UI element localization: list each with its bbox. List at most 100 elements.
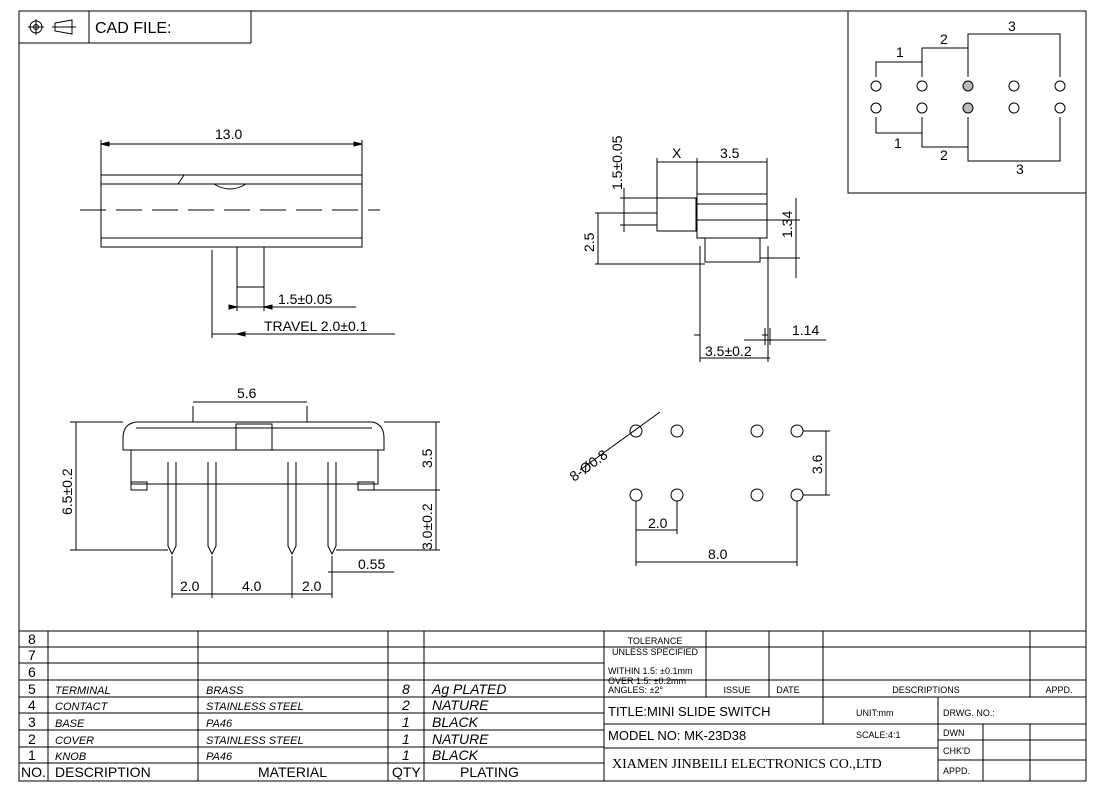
bom-part-material: BRASS (206, 685, 244, 697)
bom-part-row-1: 1 KNOB PA46 1 BLACK (28, 747, 479, 763)
schematic-label-1-top: 1 (896, 44, 904, 60)
bom-part-qty: 2 (401, 697, 410, 713)
top-view (80, 140, 395, 338)
front-leg-dim: 3.0±0.2 (419, 503, 435, 550)
bom-part-no: 3 (28, 714, 36, 730)
pcb-footprint (579, 411, 830, 566)
tolerance-subtitle: UNLESS SPECIFIED (612, 647, 699, 657)
bom-part-plating: NATURE (432, 731, 489, 747)
bom-part-row-4: 4 CONTACT STAINLESS STEEL 2 NATURE (28, 697, 489, 713)
footprint-pitch-dim: 2.0 (648, 515, 668, 531)
side-height-dim: 2.5 (581, 232, 597, 252)
scale-label: SCALE:4:1 (856, 730, 901, 740)
bom-row-number-8: 8 (28, 631, 36, 647)
bom-header-description: DESCRIPTION (55, 764, 151, 780)
bom-part-no: 1 (28, 747, 36, 763)
front-total-height-dim: 6.5±0.2 (59, 468, 75, 515)
bom-part-no: 4 (28, 697, 36, 713)
bom-part-qty: 1 (402, 747, 410, 763)
side-pin-dim: 1.14 (792, 322, 819, 338)
schematic-box (847, 10, 1087, 194)
bom-header-no: NO. (21, 764, 46, 780)
bom-part-material: STAINLESS STEEL (206, 735, 304, 747)
bom-grid (19, 630, 1086, 781)
descriptions-header: DESCRIPTIONS (892, 685, 960, 695)
front-knob-dim: 5.6 (237, 385, 257, 401)
bom-part-plating: Ag PLATED (431, 681, 506, 697)
footprint-row-dim: 3.6 (809, 454, 825, 474)
footprint-hole-dim: 8-Ø0.8 (566, 446, 610, 484)
bom-part-row-3: 3 BASE PA46 1 BLACK (28, 714, 479, 730)
bom-row-number-6: 6 (28, 664, 36, 680)
side-bottom-dim: 3.5±0.2 (705, 343, 752, 359)
bom-row-number-7: 7 (28, 647, 36, 663)
drawing-title: TITLE:MINI SLIDE SWITCH (608, 704, 771, 719)
approved-by-label: APPD. (943, 766, 970, 776)
bom-part-row-5: 5 TERMINAL BRASS 8 Ag PLATED (28, 681, 506, 697)
schematic-pin-row-bottom (870, 102, 1066, 114)
front-pin-thick-dim: 0.55 (358, 556, 385, 572)
front-pitch-right-dim: 2.0 (302, 578, 322, 594)
bom-header-material: MATERIAL (258, 764, 327, 780)
title-block: TOLERANCE UNLESS SPECIFIED WITHIN 1.5: ±… (608, 636, 1073, 776)
top-pin-width-dim: 1.5±0.05 (278, 291, 333, 307)
issue-header: ISSUE (723, 685, 750, 695)
bom-part-material: PA46 (206, 751, 233, 763)
bom-part-row-2: 2 COVER STAINLESS STEEL 1 NATURE (28, 731, 489, 747)
bom-part-material: PA46 (206, 718, 233, 730)
side-view (595, 158, 826, 362)
bom-part-description: KNOB (55, 751, 86, 763)
sheet-border (18, 10, 1087, 782)
crosshair-icon (28, 19, 44, 35)
bom-part-description: COVER (55, 735, 94, 747)
schematic-label-1-bottom: 1 (894, 135, 902, 151)
unit-label: UNIT:mm (856, 708, 894, 718)
bom-header-plating: PLATING (460, 764, 519, 780)
top-travel-dim: TRAVEL 2.0±0.1 (264, 318, 368, 334)
drawing-number-label: DRWG. NO.: (943, 708, 995, 718)
model-number: MODEL NO: MK-23D38 (608, 728, 746, 743)
bom-part-description: CONTACT (55, 701, 109, 713)
projection-symbol-icon (52, 19, 76, 35)
bom-part-no: 2 (28, 731, 36, 747)
schematic-pin-row-top (870, 80, 1066, 92)
tolerance-over: OVER 1.5: ±0.2mm (608, 676, 686, 686)
schematic-label-3-top: 3 (1008, 18, 1016, 34)
front-pitch-mid-dim: 4.0 (242, 578, 262, 594)
schematic-label-3-bottom: 3 (1016, 161, 1024, 177)
schematic-label-2-bottom: 2 (940, 147, 948, 163)
company-name: XIAMEN JINBEILI ELECTRONICS CO.,LTD (612, 757, 882, 772)
bom-part-description: BASE (55, 718, 85, 730)
top-width-dim: 13.0 (215, 126, 242, 142)
bom-part-qty: 8 (402, 681, 410, 697)
bom-header-row: NO. DESCRIPTION MATERIAL QTY PLATING (21, 764, 519, 780)
cad-file-header: CAD FILE: (19, 11, 252, 44)
side-top-dim: 3.5 (720, 145, 740, 161)
bom-header-qty: QTY (392, 764, 421, 780)
cad-file-label: CAD FILE: (95, 20, 171, 37)
bom-part-qty: 1 (402, 731, 410, 747)
side-x-dim: X (672, 145, 682, 161)
front-pitch-left-dim: 2.0 (180, 578, 200, 594)
footprint-span-dim: 8.0 (708, 546, 728, 562)
bom-part-plating: BLACK (432, 747, 479, 763)
bom-part-no: 5 (28, 681, 36, 697)
bom-part-plating: BLACK (432, 714, 479, 730)
side-step-dim: 1.34 (779, 211, 795, 238)
tolerance-title: TOLERANCE (628, 636, 683, 646)
drawn-by-label: DWN (943, 728, 965, 738)
side-knob-dim: 1.5±0.05 (609, 135, 625, 190)
front-view (70, 401, 440, 598)
bom-part-description: TERMINAL (55, 685, 111, 697)
checked-by-label: CHK'D (943, 746, 971, 756)
appd-column-header: APPD. (1045, 685, 1072, 695)
bom-part-material: STAINLESS STEEL (206, 701, 304, 713)
front-body-height-dim: 3.5 (419, 448, 435, 468)
bom-part-plating: NATURE (432, 697, 489, 713)
tolerance-within: WITHIN 1.5: ±0.1mm (608, 666, 692, 676)
date-header: DATE (776, 685, 799, 695)
schematic-label-2-top: 2 (940, 31, 948, 47)
bom-part-qty: 1 (402, 714, 410, 730)
tolerance-angles: ANGLES: ±2° (608, 685, 663, 695)
